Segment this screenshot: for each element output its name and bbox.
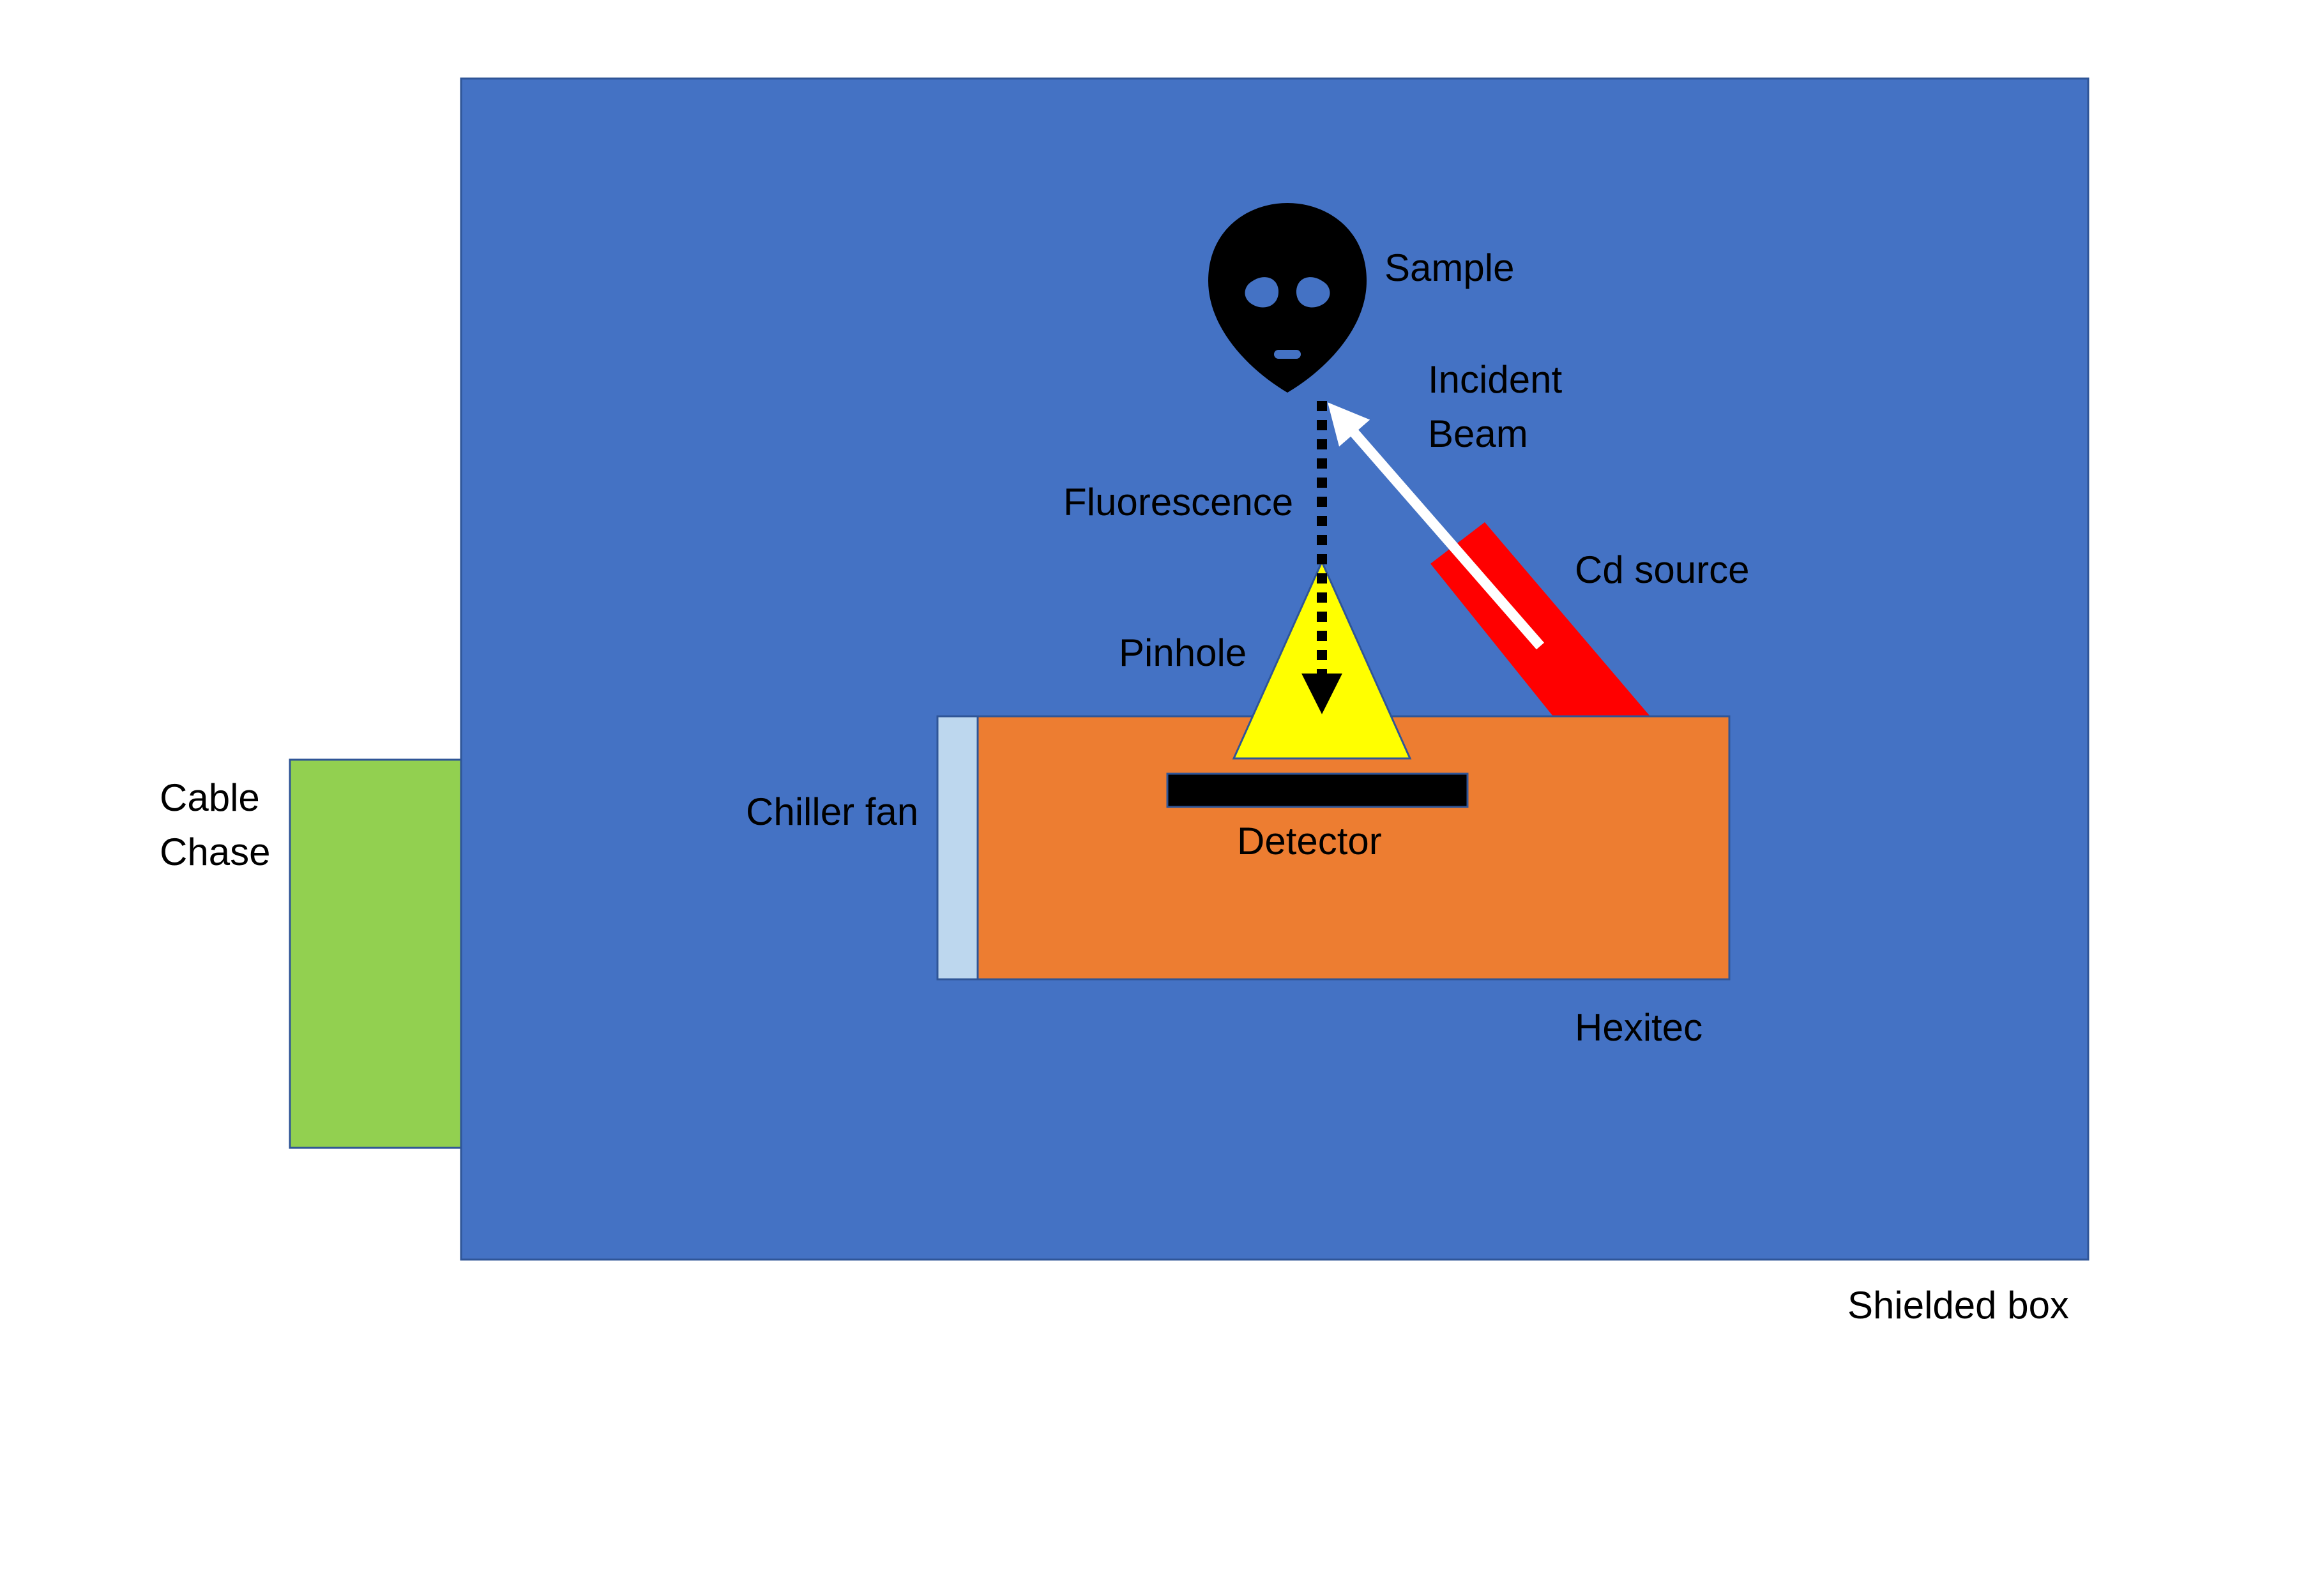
detector-label: Detector	[1237, 820, 1382, 862]
shielded-box-label: Shielded box	[1847, 1284, 2069, 1327]
alien-head-icon	[1208, 203, 1367, 393]
incident-beam-label-line2: Beam	[1428, 412, 1528, 455]
chiller-fan-label: Chiller fan	[746, 790, 918, 833]
incident-beam-label-line1: Incident	[1428, 358, 1562, 401]
cable-chase-label-line1: Cable	[160, 776, 260, 819]
incident-beam-arrow	[1328, 402, 1545, 650]
fluorescence-label: Fluorescence	[1063, 481, 1293, 523]
detector	[1166, 772, 1469, 808]
chiller-fan	[936, 715, 979, 981]
cd-source-label: Cd source	[1575, 548, 1749, 591]
cd-source	[1430, 522, 1650, 716]
sample-label: Sample	[1384, 246, 1514, 289]
hexitec-label: Hexitec	[1575, 1006, 1703, 1049]
hexitec-body	[936, 715, 1731, 981]
cable-chase-label-line2: Chase	[160, 831, 270, 873]
cable-chase	[289, 758, 462, 1149]
pinhole-label: Pinhole	[1119, 631, 1247, 674]
